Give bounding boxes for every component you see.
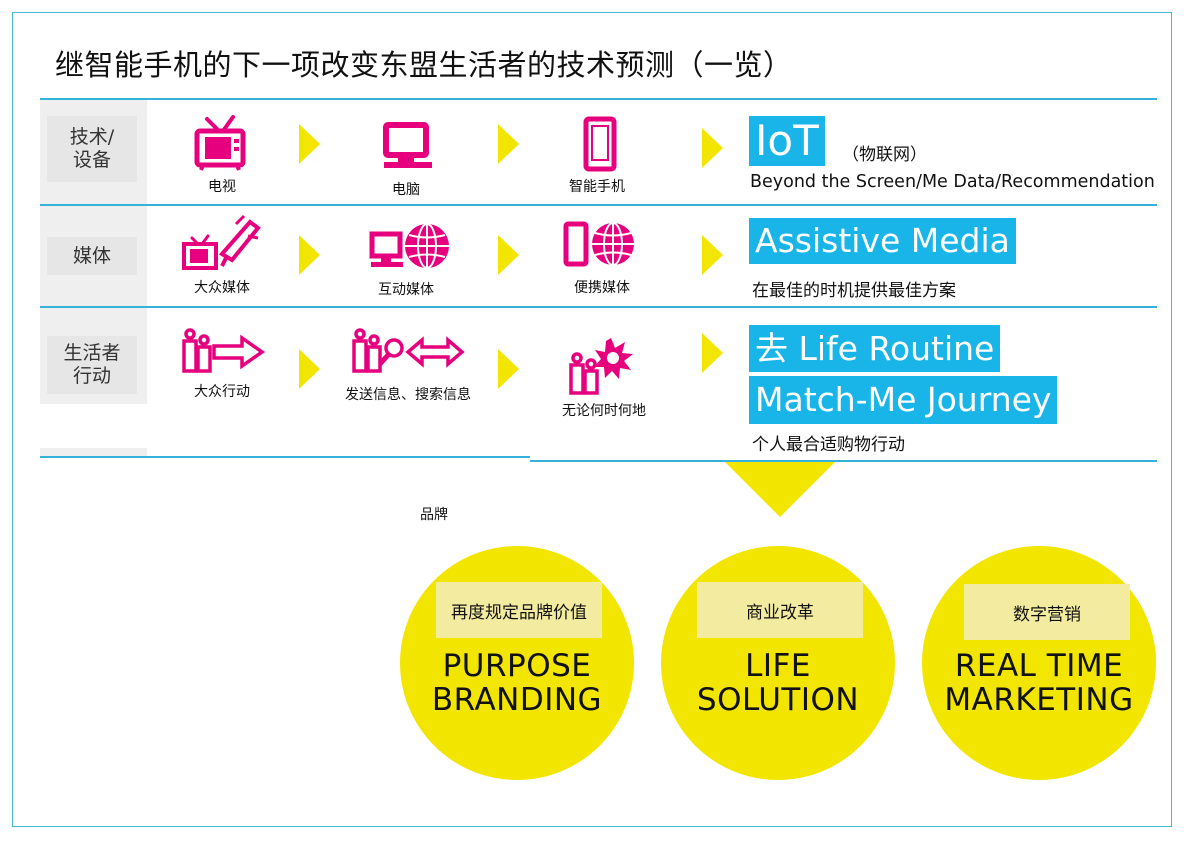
circle-line2: MARKETING	[944, 682, 1134, 718]
arrow-row1-c	[702, 128, 723, 168]
arrow-row3-b	[498, 349, 519, 389]
caption-mass-behavior: 大众行动	[194, 384, 250, 400]
circle-line1: PURPOSE	[442, 648, 592, 684]
circle-real-time-marketing: 数字营销 REAL TIME MARKETING	[922, 546, 1156, 780]
bottom-rule-left	[40, 456, 530, 458]
highlight-life-routine: 去 Life Routine	[749, 325, 1001, 372]
circle-line2: BRANDING	[431, 682, 603, 718]
funnel-triangle	[725, 462, 835, 517]
sub-assistive-media: 在最佳的时机提供最佳方案	[752, 281, 956, 301]
row-label-behavior: 生活者 行动	[47, 336, 137, 394]
circle-tag: 数字营销	[964, 584, 1130, 640]
people-burst-icon	[569, 338, 633, 395]
diagram-frame	[12, 12, 1172, 827]
bottom-rule-right	[530, 460, 1157, 462]
arrow-row3-c	[702, 333, 723, 373]
people-arrow-icon	[182, 328, 266, 373]
highlight-assistive-media: Assistive Media	[749, 218, 1016, 264]
circle-line2: SOLUTION	[696, 682, 860, 718]
top-rule-left	[40, 98, 530, 100]
arrow-row2-c	[702, 235, 723, 275]
arrow-row1-b	[498, 124, 519, 164]
circle-purpose-branding: 再度规定品牌价值 PURPOSE BRANDING	[400, 546, 634, 780]
circle-life-solution: 商业改革 LIFE SOLUTION	[661, 546, 895, 780]
tv-megaphone-icon	[182, 214, 261, 270]
page-title: 继智能手机的下一项改变东盟生活者的技术预测（一览）	[55, 48, 793, 82]
brand-label: 品牌	[420, 507, 448, 523]
arrow-row3-a	[299, 349, 320, 389]
tv-icon	[194, 115, 246, 171]
row-divider-2	[40, 306, 1157, 308]
pc-globe-icon	[369, 223, 449, 269]
note-iot: （物联网）	[842, 145, 927, 165]
top-rule-right	[530, 98, 1157, 100]
arrow-row1-a	[299, 124, 320, 164]
caption-tv: 电视	[208, 179, 236, 195]
caption-interactive-media: 互动媒体	[378, 282, 434, 298]
row-divider-1	[40, 204, 1157, 206]
arrow-row2-a	[299, 235, 320, 275]
caption-smartphone: 智能手机	[569, 179, 625, 195]
row-label-media: 媒体	[47, 237, 137, 275]
sub-iot: Beyond the Screen/Me Data/Recommendation	[750, 172, 1155, 192]
highlight-match-me-journey: Match-Me Journey	[749, 376, 1058, 424]
caption-send-search: 发送信息、搜索信息	[345, 387, 471, 403]
smartphone-icon	[583, 116, 617, 172]
circle-tag: 商业改革	[697, 582, 863, 638]
highlight-iot: IoT	[749, 116, 825, 166]
circle-line1: LIFE	[745, 648, 811, 684]
circle-tag: 再度规定品牌价值	[436, 582, 602, 638]
caption-pc: 电脑	[392, 182, 420, 198]
circle-line1: REAL TIME	[954, 648, 1124, 684]
row-header-bg-4	[40, 448, 147, 456]
arrow-row2-b	[498, 235, 519, 275]
people-search-icon	[352, 328, 465, 373]
row-label-tech: 技术/ 设备	[47, 116, 137, 182]
sub-match-me-journey: 个人最合适购物行动	[752, 435, 905, 455]
phone-globe-icon	[563, 221, 634, 267]
caption-mobile-media: 便携媒体	[574, 280, 630, 296]
caption-anytime-anywhere: 无论何时何地	[562, 403, 646, 419]
caption-mass-media: 大众媒体	[194, 280, 250, 296]
pc-icon	[383, 122, 432, 168]
